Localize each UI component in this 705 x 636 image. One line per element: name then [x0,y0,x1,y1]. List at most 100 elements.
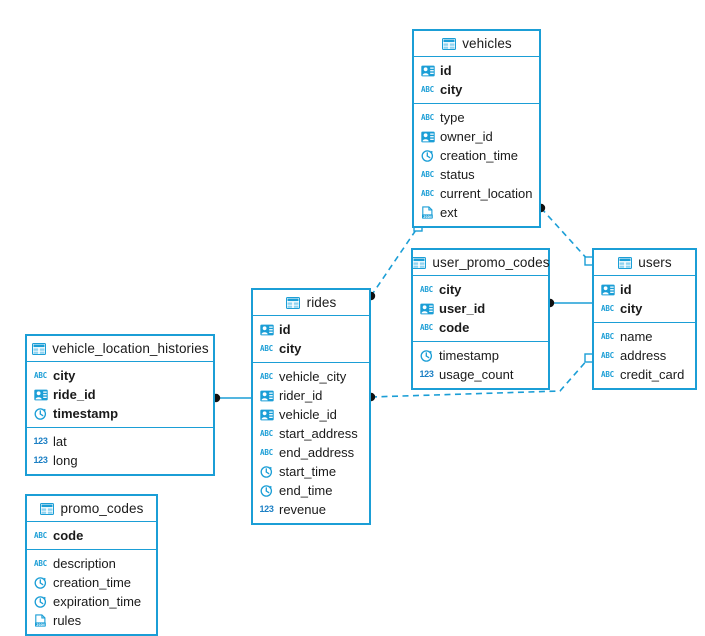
column-label: timestamp [53,406,119,421]
table-header-user_promo_codes[interactable]: user_promo_codes [411,250,550,276]
table-header-users[interactable]: users [594,250,695,276]
column-label: long [53,453,78,468]
relationship-user_promo_codes-users[interactable] [545,298,592,308]
json-file-icon: JSON [420,206,435,220]
column-label: status [440,167,475,182]
column-row-vehicles-ext[interactable]: JSON ext [414,203,539,222]
column-label: id [620,282,632,297]
column-row-vehicles-id[interactable]: id [414,61,539,80]
column-row-user_promo_codes-timestamp[interactable]: timestamp [413,346,548,365]
column-label: end_time [279,483,333,498]
column-row-vehicle_location_histories-ride_id[interactable]: ride_id [27,385,213,404]
table-name: vehicle_location_histories [52,341,209,356]
column-row-rides-vehicle_id[interactable]: vehicle_id [253,405,369,424]
column-label: id [279,322,291,337]
column-row-rides-end_time[interactable]: end_time [253,481,369,500]
abc-icon: ABC [260,343,273,353]
column-label: city [279,341,302,356]
table-grid-icon [411,256,426,270]
column-label: usage_count [439,367,514,382]
column-label: owner_id [440,129,493,144]
column-label: user_id [439,301,486,316]
id-card-icon [420,64,435,78]
clock-icon [420,149,435,163]
column-row-rides-id[interactable]: id [253,320,369,339]
table-header-promo_codes[interactable]: promo_codes [27,496,156,522]
column-row-rides-city[interactable]: ABC city [253,339,369,358]
table-header-vehicle_location_histories[interactable]: vehicle_location_histories [27,336,213,362]
abc-icon: ABC [601,303,614,313]
table-grid-icon [441,37,456,51]
abc-icon: ABC [601,369,614,379]
clock-icon [33,595,48,609]
table-name: vehicles [462,36,512,51]
abc-icon: ABC [260,371,273,381]
table-header-rides[interactable]: rides [253,290,369,316]
column-row-vehicles-owner_id[interactable]: owner_id [414,127,539,146]
column-label: rules [53,613,82,628]
table-name: promo_codes [60,501,144,516]
abc-icon: ABC [420,322,433,332]
column-label: code [439,320,470,335]
column-label: id [440,63,452,78]
abc-icon: ABC [601,350,614,360]
column-row-promo_codes-creation_time[interactable]: creation_time [27,573,156,592]
abc-icon: ABC [34,558,47,568]
table-name: user_promo_codes [432,255,550,270]
column-row-users-id[interactable]: id [594,280,695,299]
column-label: code [53,528,84,543]
id-card-icon [600,283,615,297]
abc-icon: ABC [601,331,614,341]
column-label: ext [440,205,458,220]
table-header-vehicles[interactable]: vehicles [414,31,539,57]
column-row-user_promo_codes-user_id[interactable]: user_id [413,299,548,318]
column-row-vehicles-creation_time[interactable]: creation_time [414,146,539,165]
abc-icon: ABC [421,84,434,94]
column-row-promo_codes-expiration_time[interactable]: expiration_time [27,592,156,611]
column-label: city [620,301,643,316]
column-label: lat [53,434,67,449]
column-row-user_promo_codes-code[interactable]: ABC code [413,318,548,337]
column-row-vehicle_location_histories-timestamp[interactable]: timestamp [27,404,213,423]
column-row-rides-start_time[interactable]: start_time [253,462,369,481]
id-card-icon [259,323,274,337]
column-row-rides-rider_id[interactable]: rider_id [253,386,369,405]
column-label: type [440,110,465,125]
column-row-users-city[interactable]: ABC city [594,299,695,318]
relationship-vehicle_location_histories-rides[interactable] [211,393,251,403]
